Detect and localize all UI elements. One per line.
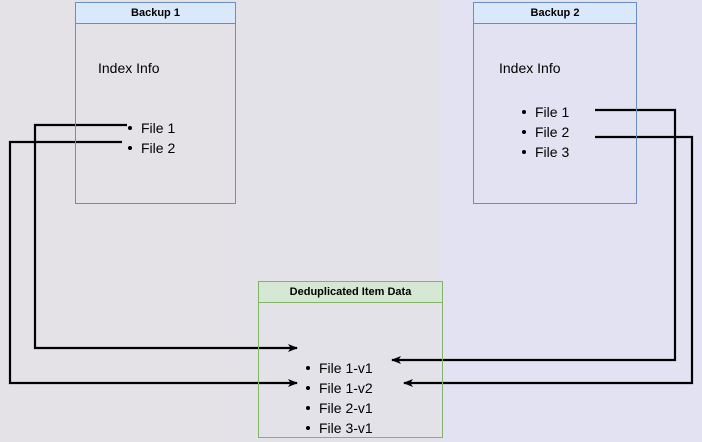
node-backup-1-file-list: File 1 File 2 <box>127 118 175 158</box>
node-backup-1[interactable]: Backup 1 Index Info File 1 File 2 <box>75 2 236 204</box>
node-backup-2-body: Index Info File 1 File 2 File 3 <box>474 24 636 203</box>
list-item: File 2-v1 <box>305 398 373 418</box>
connector-backup2-file1-to-dedup-file1v2 <box>391 108 677 364</box>
list-item: File 3 <box>521 142 569 162</box>
node-backup-2-subtitle: Index Info <box>499 60 561 76</box>
list-item: File 2 <box>521 122 569 142</box>
connector-backup1-file1-to-dedup-file1v1 <box>33 123 298 352</box>
node-deduplicated-item-data[interactable]: Deduplicated Item Data File 1-v1 File 1-… <box>258 281 443 438</box>
list-item: File 2 <box>127 138 175 158</box>
node-deduplicated-item-data-header: Deduplicated Item Data <box>259 282 442 303</box>
node-backup-1-subtitle: Index Info <box>98 60 160 76</box>
list-item: File 1 <box>521 102 569 122</box>
background-right-band <box>440 0 702 442</box>
node-backup-2-header: Backup 2 <box>474 3 636 24</box>
node-deduplicated-item-data-file-list: File 1-v1 File 1-v2 File 2-v1 File 3-v1 <box>305 358 373 438</box>
list-item: File 1-v1 <box>305 358 373 378</box>
connector-backup1-file2-to-dedup-file2v1 <box>8 140 298 387</box>
node-deduplicated-item-data-body: File 1-v1 File 1-v2 File 2-v1 File 3-v1 <box>259 303 442 437</box>
node-backup-2-file-list: File 1 File 2 File 3 <box>521 102 569 162</box>
node-backup-1-header: Backup 1 <box>76 3 235 24</box>
node-backup-1-body: Index Info File 1 File 2 <box>76 24 235 203</box>
list-item: File 1 <box>127 118 175 138</box>
list-item: File 1-v2 <box>305 378 373 398</box>
node-backup-2[interactable]: Backup 2 Index Info File 1 File 2 File 3 <box>473 2 637 204</box>
background-middle-band <box>236 0 446 442</box>
connector-backup2-file2-to-dedup-file2v1 <box>403 135 694 387</box>
list-item: File 3-v1 <box>305 418 373 438</box>
